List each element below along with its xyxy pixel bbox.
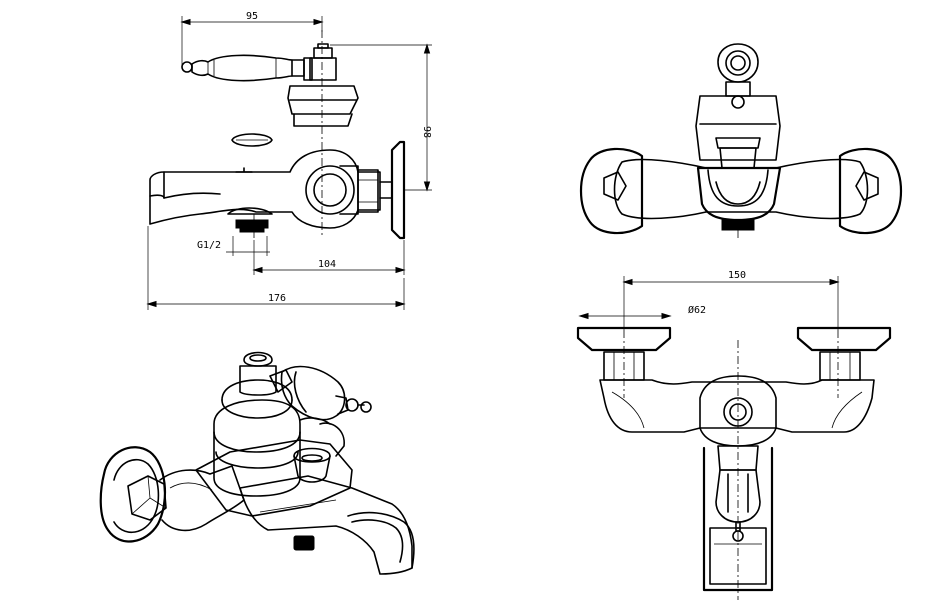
isometric-view xyxy=(99,351,415,575)
dim-104-label: 104 xyxy=(318,259,336,270)
side-elevation-view: 95 98 xyxy=(146,11,432,310)
top-plan-view: 150 Ø62 xyxy=(576,270,892,600)
thread-label: G1/2 xyxy=(197,240,221,251)
front-elevation-view xyxy=(580,43,902,238)
dim-150-label: 150 xyxy=(728,270,746,281)
dim-62-label: Ø62 xyxy=(688,304,706,316)
dim-95-label: 95 xyxy=(246,11,258,22)
dim-98-label: 98 xyxy=(421,126,432,138)
dim-176-label: 176 xyxy=(268,293,286,304)
